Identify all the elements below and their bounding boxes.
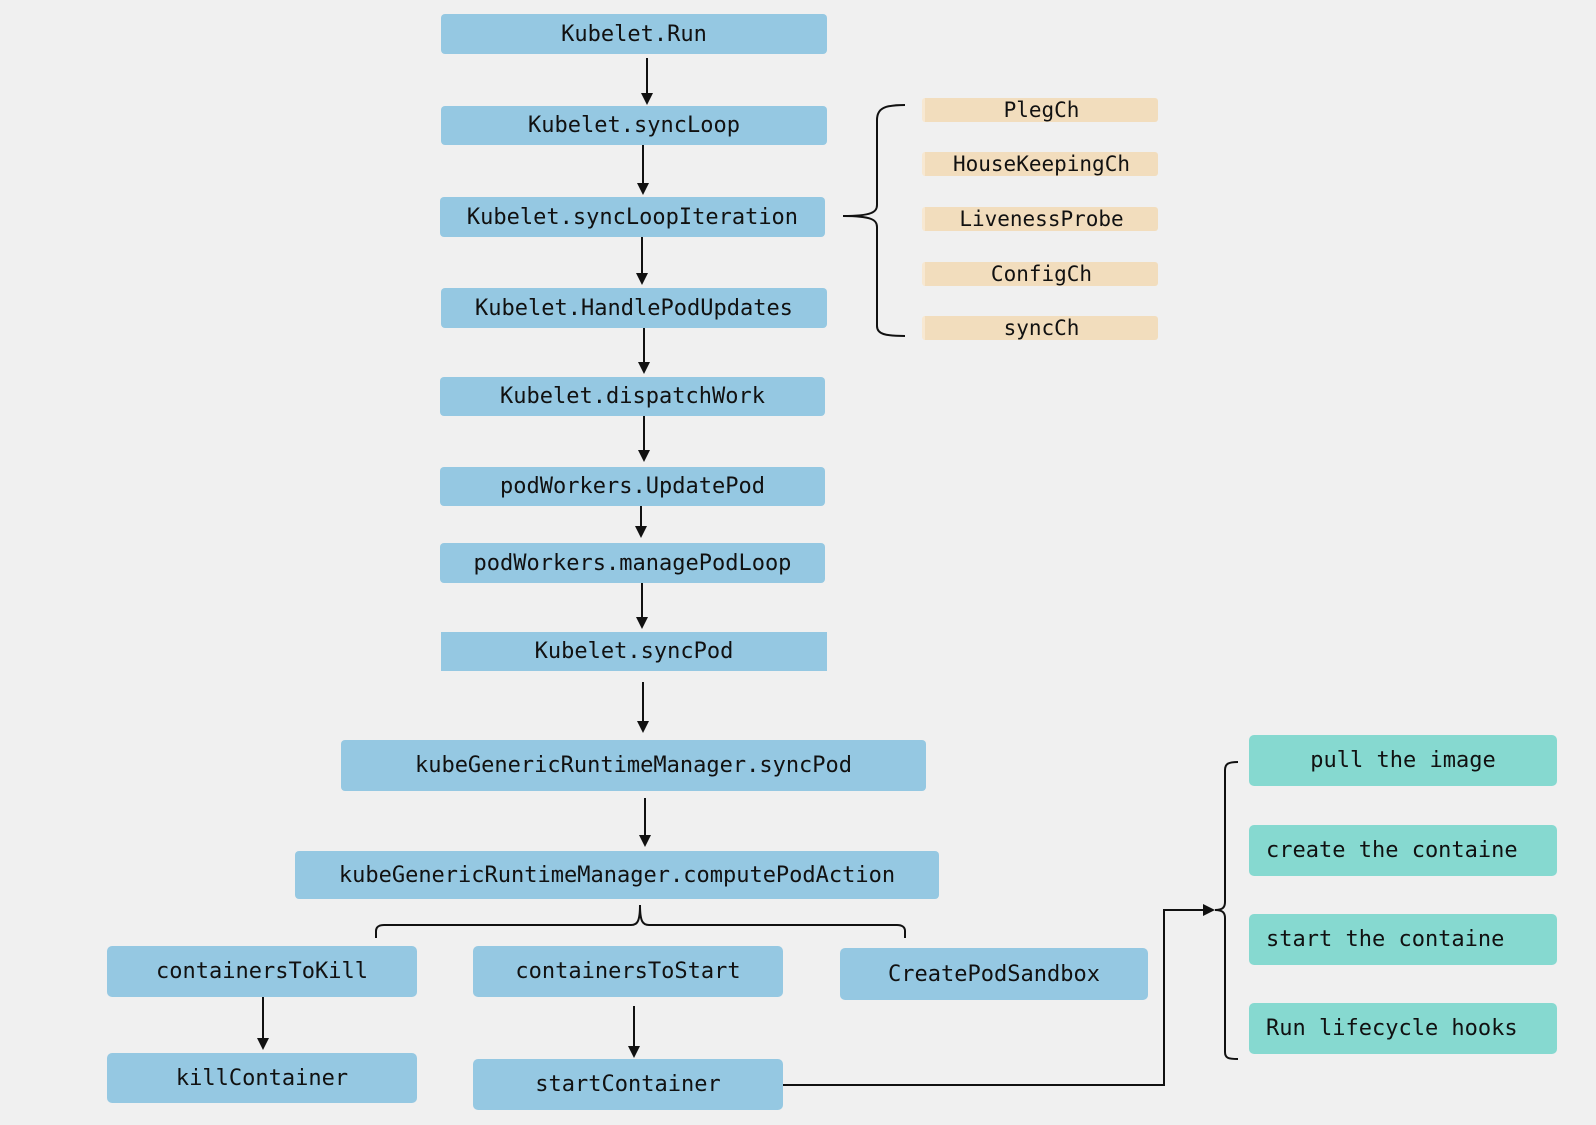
- node-runtime-syncpod: kubeGenericRuntimeManager.syncPod: [341, 740, 926, 791]
- steps-brace: [1214, 761, 1239, 1060]
- channel-livenessprobe: LivenessProbe: [922, 207, 1158, 231]
- step-start-container: start the containe: [1249, 914, 1557, 965]
- node-kubelet-run: Kubelet.Run: [441, 14, 827, 54]
- channels-brace: [842, 104, 906, 337]
- node-podworkers-updatepod: podWorkers.UpdatePod: [440, 467, 825, 506]
- node-kubelet-dispatchwork: Kubelet.dispatchWork: [440, 377, 825, 416]
- node-kubelet-handlepodupdates: Kubelet.HandlePodUpdates: [441, 288, 827, 328]
- node-startcontainer: startContainer: [473, 1059, 783, 1110]
- node-podworkers-managepodloop: podWorkers.managePodLoop: [440, 543, 825, 583]
- node-containerstostart: containersToStart: [473, 946, 783, 997]
- actions-brace: [375, 904, 906, 938]
- step-create-container: create the containe: [1249, 825, 1557, 876]
- node-kubelet-syncpod: Kubelet.syncPod: [441, 632, 827, 671]
- node-containerstokill: containersToKill: [107, 946, 417, 997]
- node-runtime-computepodaction: kubeGenericRuntimeManager.computePodActi…: [295, 851, 939, 899]
- node-killcontainer: killContainer: [107, 1053, 417, 1103]
- step-pull-image: pull the image: [1249, 735, 1557, 786]
- node-createpodsandbox: CreatePodSandbox: [840, 948, 1148, 1000]
- channel-syncch: syncCh: [922, 316, 1158, 340]
- node-kubelet-syncloop: Kubelet.syncLoop: [441, 106, 827, 145]
- startcontainer-connector: [783, 904, 1215, 1086]
- step-run-lifecycle-hooks: Run lifecycle hooks: [1249, 1003, 1557, 1054]
- channel-configch: ConfigCh: [922, 262, 1158, 286]
- channel-plegch: PlegCh: [922, 98, 1158, 122]
- node-kubelet-syncloopiteration: Kubelet.syncLoopIteration: [440, 197, 825, 237]
- channel-housekeepingch: HouseKeepingCh: [922, 152, 1158, 176]
